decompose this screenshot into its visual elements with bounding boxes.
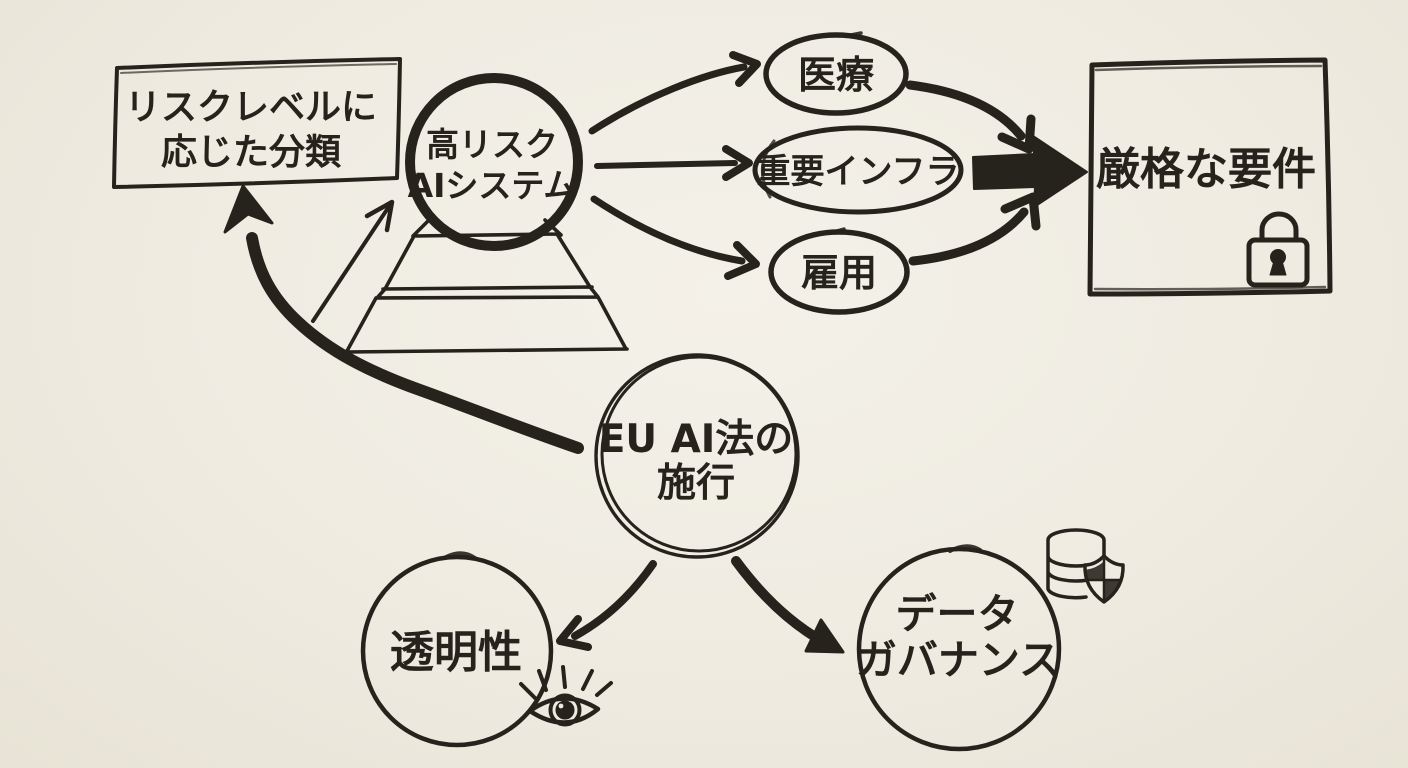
classification-box-label-line2: 応じた分類	[161, 132, 342, 173]
arrow-up-head	[364, 199, 395, 233]
eye-lashes	[519, 665, 613, 700]
sector-node-medical: 医療	[763, 31, 909, 116]
database-shield-icon	[1046, 528, 1125, 604]
shield-quadrant-top-left	[1086, 561, 1105, 581]
arrow-shaft	[908, 207, 1029, 266]
high-risk-label-line1: 高リスク	[426, 125, 558, 164]
transparency-circle	[360, 554, 554, 748]
requirements-box-label: 厳格な要件	[1096, 144, 1316, 195]
sector-infrastructure-double-line	[761, 139, 776, 199]
arrow-head	[804, 618, 845, 654]
arrow-highrisk-to-medical	[588, 51, 761, 135]
arrow-head	[556, 615, 592, 651]
arrow-highrisk-to-infrastructure	[594, 145, 753, 181]
data-governance-pen-tick	[948, 544, 982, 553]
risk-pyramid-tiers	[344, 218, 629, 354]
data-governance-label-line2: ガバナンス	[856, 636, 1060, 684]
eye-outline	[527, 696, 601, 725]
arrow-shaft	[588, 63, 748, 135]
arrow-head	[722, 145, 753, 181]
sector-infrastructure-ellipse	[752, 125, 964, 215]
sector-medical-ellipse	[763, 32, 909, 116]
sector-employment-label: 雇用	[801, 251, 877, 295]
eye-pupil-highlight	[558, 703, 564, 709]
sector-node-employment: 雇用	[768, 227, 910, 315]
sector-node-infrastructure: 重要インフラ	[752, 125, 964, 215]
arrow-head	[997, 114, 1036, 154]
arrow-shaft	[590, 195, 746, 265]
arrow-head	[223, 184, 274, 234]
arrow-shaft	[731, 556, 827, 646]
sector-medical-pen-tick	[844, 31, 863, 38]
eye-icon	[519, 665, 613, 727]
arrow-up-shaft	[311, 203, 392, 323]
lock-icon	[1246, 211, 1310, 288]
classification-box-label-line1: リスクレベルに	[125, 87, 377, 128]
transparency-node: 透明性	[360, 551, 554, 748]
transparency-label: 透明性	[390, 627, 522, 678]
database-cylinder	[1046, 528, 1106, 600]
classification-box-outline-double	[120, 63, 397, 74]
arrow-shaft	[594, 160, 738, 169]
risk-pyramid	[344, 218, 629, 354]
eye-iris	[548, 693, 582, 727]
eu-act-node: EU AI法の 施行	[594, 353, 800, 559]
transparency-pen-tick	[444, 551, 477, 560]
eye-pupil	[555, 700, 575, 720]
requirements-box-outline-double	[1093, 64, 1327, 291]
fat-block-arrow	[972, 135, 1088, 208]
arrow-shaft	[905, 80, 1026, 141]
sector-infrastructure-label: 重要インフラ	[757, 152, 960, 192]
shield-quadrant-bottom-right	[1103, 579, 1120, 601]
arrow-eu-to-classification	[223, 184, 584, 454]
arrow-highrisk-to-employment	[590, 195, 760, 280]
arrow-head	[1000, 192, 1041, 231]
arrow-eu-to-data-governance	[731, 556, 845, 654]
eu-act-label-line1: EU AI法の	[599, 417, 794, 462]
high-risk-label-line2: AIシステム	[408, 166, 577, 205]
classification-box: リスクレベルに 応じた分類	[112, 57, 402, 189]
high-risk-node-circle	[405, 73, 583, 251]
sector-medical-label: 医療	[798, 53, 875, 97]
sector-employment-pen-tick	[828, 227, 846, 235]
lock-keyhole-stem	[1269, 260, 1287, 276]
arrow-infrastructure-to-requirements	[972, 135, 1088, 208]
requirements-box-outline	[1087, 57, 1333, 297]
data-governance-node: データ ガバナンス	[856, 544, 1062, 752]
lock-shackle	[1259, 211, 1299, 244]
arrow-eu-to-transparency	[556, 560, 657, 651]
arrow-up-to-high-risk	[311, 199, 395, 323]
arrow-medical-to-requirements	[905, 80, 1036, 154]
requirements-box: 厳格な要件	[1087, 57, 1333, 297]
classification-box-outline	[112, 57, 402, 189]
high-risk-node: 高リスク AIシステム	[405, 73, 583, 251]
eu-act-circle-outer	[594, 353, 800, 559]
data-governance-label-line1: データ	[896, 590, 1019, 638]
arrow-shaft	[246, 232, 584, 454]
arrow-head	[729, 51, 761, 87]
arrow-shaft	[571, 560, 657, 640]
arrow-employment-to-requirements	[908, 192, 1041, 266]
eu-act-label-line2: 施行	[657, 461, 735, 506]
eu-act-circle-inner	[600, 355, 798, 553]
arrow-head	[724, 241, 760, 280]
